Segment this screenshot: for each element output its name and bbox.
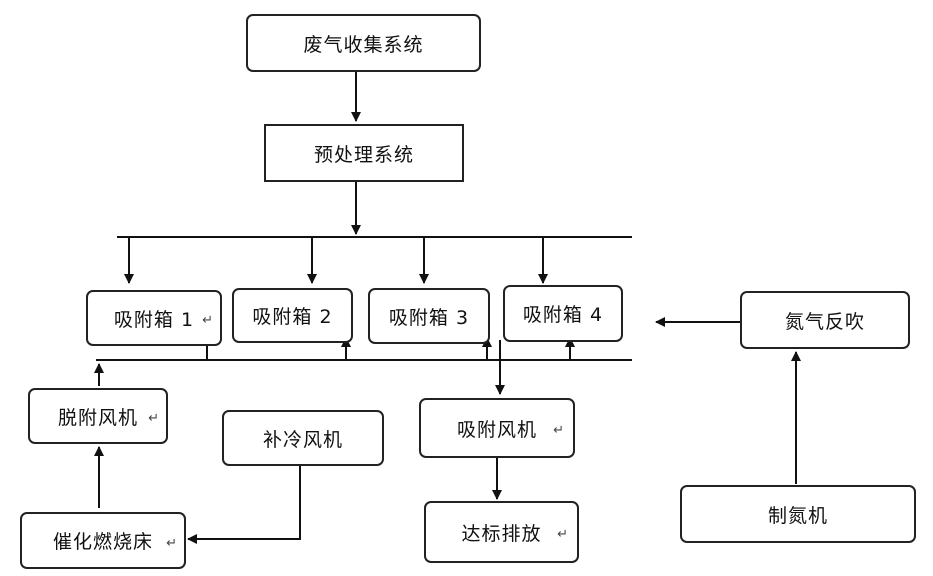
paragraph-mark: ↵ <box>557 527 569 542</box>
node-adsorber-1: 吸附箱 1 ↵ <box>86 290 222 346</box>
node-cooling-fan: 补冷风机 <box>222 410 384 466</box>
node-label: 吸附箱 2 <box>252 306 333 328</box>
node-waste-gas-collection: 废气收集系统 <box>246 14 481 72</box>
node-label: 废气收集系统 <box>303 33 424 56</box>
node-label: 氮气反吹 <box>784 310 865 333</box>
node-nitrogen-generator: 制氮机 <box>680 485 916 543</box>
node-catalytic-bed: 催化燃烧床 ↵ <box>20 512 186 569</box>
arrow-cooling-fan-to-catalytic <box>187 466 301 544</box>
node-nitrogen-backflush: 氮气反吹 <box>740 291 910 349</box>
node-label: 脱附风机 <box>57 406 138 429</box>
node-adsorber-4: 吸附箱 4 <box>503 285 623 342</box>
node-label: 吸附箱 4 <box>522 304 604 326</box>
node-compliant-discharge: 达标排放 ↵ <box>424 501 579 563</box>
node-label: 吸附箱 1 <box>113 308 195 331</box>
node-adsorber-2: 吸附箱 2 <box>232 288 353 343</box>
paragraph-mark: ↵ <box>553 423 565 438</box>
paragraph-mark: ↵ <box>202 313 214 328</box>
node-label: 制氮机 <box>767 504 828 527</box>
node-label: 补冷风机 <box>262 428 343 451</box>
paragraph-mark: ↵ <box>148 411 160 426</box>
node-label: 吸附风机 <box>456 418 537 441</box>
node-adsorber-3: 吸附箱 3 <box>368 288 490 344</box>
node-desorption-fan: 脱附风机 ↵ <box>28 388 168 444</box>
node-label: 达标排放 <box>461 522 542 545</box>
node-label: 吸附箱 3 <box>388 306 470 329</box>
node-pretreatment: 预处理系统 <box>264 124 464 182</box>
paragraph-mark: ↵ <box>166 536 178 551</box>
node-label: 催化燃烧床 <box>52 531 153 553</box>
node-label: 预处理系统 <box>313 143 414 166</box>
node-adsorption-fan: 吸附风机 ↵ <box>419 398 575 458</box>
